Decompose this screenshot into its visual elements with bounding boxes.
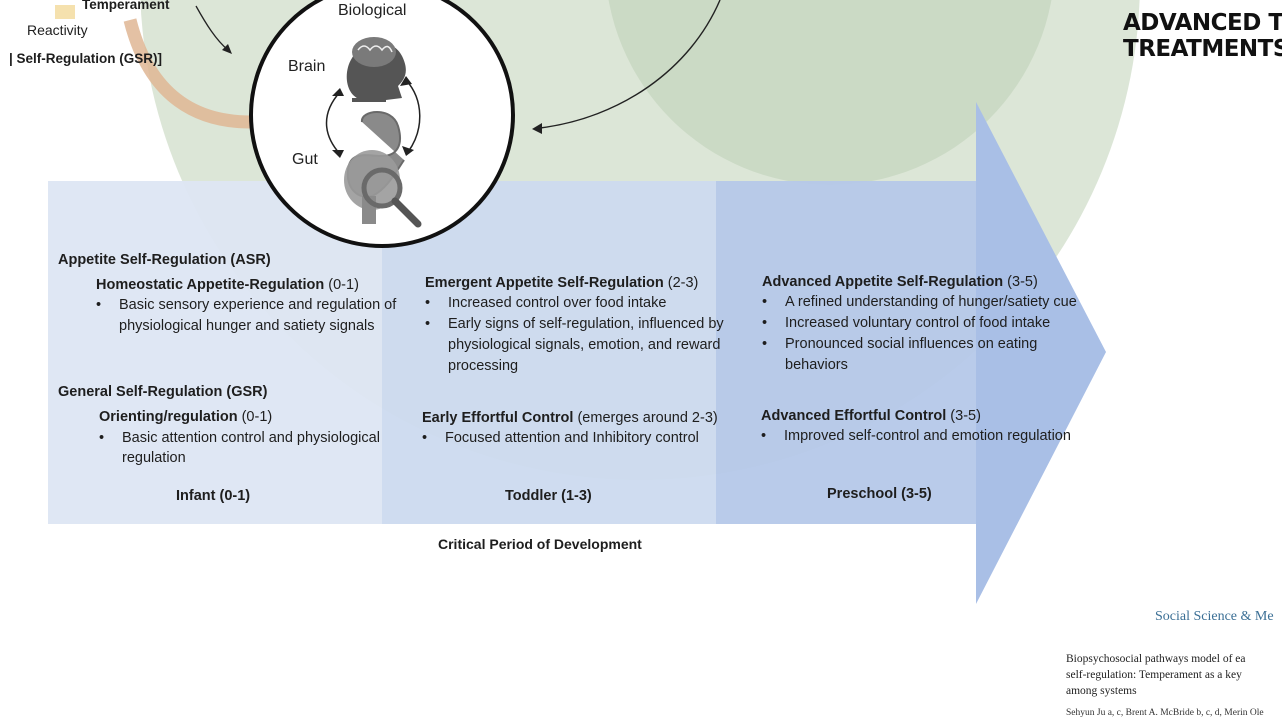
stomach-icon	[344, 111, 405, 224]
gsr-infant-heading-text: Orienting/regulation	[99, 409, 238, 425]
asr-preschool-age: (3-5)	[1003, 274, 1038, 290]
stage-preschool-label: Preschool (3-5)	[827, 486, 932, 502]
asr-toddler-age: (2-3)	[663, 275, 699, 291]
bullet-dot: •	[762, 315, 768, 331]
gsr-toddler-bullet-1: • Focused attention and Inhibitory contro…	[422, 431, 699, 446]
gsr-infant-heading: Orienting/regulation (0-1)	[99, 410, 272, 425]
asr-toddler-bullet-1: • Increased control over food intake	[425, 296, 666, 311]
asr-preschool-bullet-1: • A refined understanding of hunger/satie…	[762, 295, 1077, 310]
brain-gut-arrow-right	[405, 79, 421, 153]
gsr-preschool-heading: Advanced Effortful Control (3-5)	[761, 409, 981, 424]
critical-period-label: Critical Period of Development	[438, 536, 642, 552]
gsr-top-label: | Self-Regulation (GSR)]	[9, 51, 163, 66]
temperament-arc	[123, 18, 251, 129]
bullet-dot: •	[762, 294, 768, 310]
social-system-circle	[608, 0, 1052, 185]
lecture-header-title: ADVANCED TEC TREATMENTS I	[1123, 10, 1282, 62]
asr-toddler-heading: Emergent Appetite Self-Regulation (2-3)	[425, 276, 698, 291]
gsr-preschool-heading-text: Advanced Effortful Control	[761, 408, 947, 424]
bullet-text: Basic sensory experience and regulation …	[119, 297, 397, 313]
bullet-text: Pronounced social influences on eating	[785, 336, 1038, 352]
reactivity-label: Reactivity	[27, 22, 88, 38]
gsr-toddler-age: (emerges around 2-3)	[573, 410, 718, 426]
asr-toddler-bullet-2-cont-1: physiological signals, emotion, and rewa…	[448, 337, 721, 353]
paper-title-line-1: Biopsychosocial pathways model of ea	[1066, 653, 1246, 665]
stage-toddler-label: Toddler (1-3)	[505, 488, 592, 504]
asr-preschool-bullet-2: • Increased voluntary control of food int…	[762, 316, 1050, 331]
bullet-text: Increased control over food intake	[448, 295, 667, 311]
bullet-dot: •	[96, 297, 102, 313]
bullet-dot: •	[761, 428, 767, 444]
asr-preschool-bullet-3-cont: behaviors	[785, 357, 848, 373]
gsr-infant-bullet-1: • Basic attention control and physiologic…	[99, 431, 380, 446]
bullet-dot: •	[425, 316, 431, 332]
magnifier-icon	[361, 167, 422, 228]
bullet-text: Improved self-control and emotion regula…	[784, 428, 1071, 444]
toddler-band	[382, 181, 716, 524]
gsr-preschool-bullet-1: • Improved self-control and emotion regul…	[761, 429, 1071, 444]
asr-infant-bullet-1-cont: physiological hunger and satiety signals	[119, 318, 375, 334]
gsr-title: General Self-Regulation (GSR)	[58, 384, 268, 400]
bullet-dot: •	[99, 430, 105, 446]
gsr-toddler-heading-text: Early Effortful Control	[422, 410, 574, 426]
asr-infant-heading: Homeostatic Appetite-Regulation (0-1)	[96, 278, 359, 293]
social-to-biological-arrow	[539, 0, 721, 129]
bullet-text: Focused attention and Inhibitory control	[445, 430, 699, 446]
timeline-arrow-head	[976, 102, 1106, 604]
stage-infant-label: Infant (0-1)	[176, 488, 251, 504]
journal-name: Social Science & Me	[1155, 609, 1274, 624]
infant-band	[48, 181, 382, 524]
bullet-text: Early signs of self-regulation, influenc…	[448, 316, 724, 332]
gsr-preschool-age: (3-5)	[946, 408, 981, 424]
asr-toddler-bullet-2: • Early signs of self-regulation, influen…	[425, 317, 724, 332]
gsr-toddler-heading: Early Effortful Control (emerges around …	[422, 411, 718, 426]
paper-title: Biopsychosocial pathways model of ea sel…	[1066, 651, 1246, 699]
paper-title-line-3: among systems	[1066, 685, 1137, 697]
biological-label: Biological	[338, 2, 407, 19]
asr-infant-heading-text: Homeostatic Appetite-Regulation	[96, 277, 325, 293]
gut-label: Gut	[292, 151, 318, 168]
bullet-dot: •	[425, 295, 431, 311]
temperament-label: Temperament	[82, 0, 170, 12]
asr-infant-age: (0-1)	[324, 277, 359, 293]
asr-preschool-heading: Advanced Appetite Self-Regulation (3-5)	[762, 275, 1038, 290]
brain-label: Brain	[288, 58, 326, 75]
gsr-infant-age: (0-1)	[237, 409, 273, 425]
brain-head-icon	[346, 37, 406, 102]
bullet-text: Basic attention control and physiologica…	[122, 430, 380, 446]
preschool-band	[716, 181, 978, 524]
asr-toddler-heading-text: Emergent Appetite Self-Regulation	[425, 275, 664, 291]
asr-preschool-heading-text: Advanced Appetite Self-Regulation	[762, 274, 1004, 290]
asr-title: Appetite Self-Regulation (ASR)	[58, 252, 271, 268]
bullet-dot: •	[422, 430, 428, 446]
gsr-infant-bullet-1-cont: regulation	[122, 450, 186, 466]
paper-title-line-2: self-regulation: Temperament as a key	[1066, 669, 1242, 681]
paper-authors: Sehyun Ju a, c, Brent A. McBride b, c, d…	[1066, 708, 1264, 718]
header-line-1: ADVANCED TEC	[1123, 10, 1282, 36]
bullet-dot: •	[762, 336, 768, 352]
bullet-text: A refined understanding of hunger/satiet…	[785, 294, 1077, 310]
asr-toddler-bullet-2-cont-2: processing	[448, 358, 519, 374]
asr-infant-bullet-1: • Basic sensory experience and regulation…	[96, 298, 396, 313]
bullet-text: Increased voluntary control of food inta…	[785, 315, 1051, 331]
yellow-marker	[55, 5, 75, 19]
header-line-2: TREATMENTS I	[1123, 36, 1282, 62]
brain-gut-arrow-left	[325, 91, 341, 155]
asr-preschool-bullet-3: • Pronounced social influences on eating	[762, 337, 1037, 352]
